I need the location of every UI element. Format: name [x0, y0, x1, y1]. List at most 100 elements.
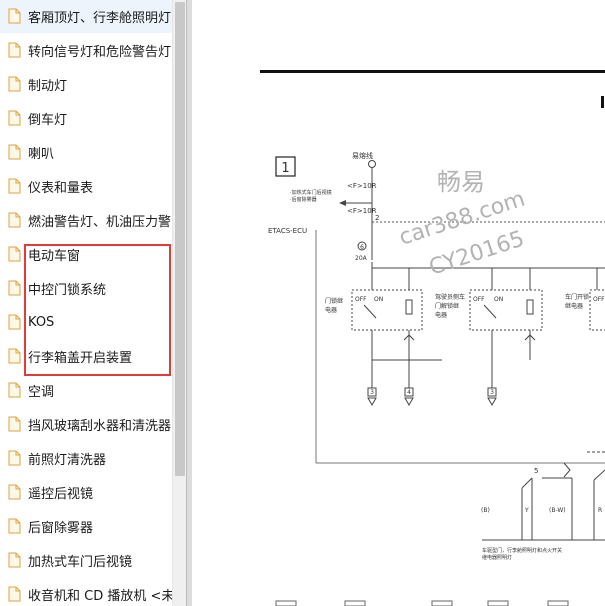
outline-item-label: 燃油警告灯、机油压力警 [28, 214, 172, 230]
document-icon [8, 518, 21, 534]
outline-item[interactable]: 转向信号灯和危险警告灯 [0, 33, 172, 67]
outline-item-label: 行李箱盖开启装置 [28, 350, 133, 366]
outline-item-label: 制动灯 [28, 78, 68, 94]
node-2-label: 2 [375, 214, 379, 222]
outline-item[interactable]: 电动车窗 [0, 237, 172, 271]
outline-item-label: 加热式车门后视镜 [28, 554, 133, 570]
outline-item-label: 中控门锁系统 [28, 282, 107, 298]
node-5-marker [563, 462, 571, 478]
outline-item[interactable]: 客厢顶灯、行李舱照明灯 [0, 0, 172, 33]
outline-item-label: 客厢顶灯、行李舱照明灯 [28, 10, 172, 26]
note-left-1: ·加热式车门后视镜 [290, 189, 332, 196]
outline-item-label: 遥控后视镜 [28, 486, 94, 502]
document-icon [8, 450, 21, 466]
connector-4-label: 4 [407, 389, 411, 396]
outline-item-label: 收音机和 CD 播放机 <未装 [28, 588, 172, 604]
relay2-off: OFF [473, 296, 485, 303]
relay1-box [351, 289, 423, 331]
scrollbar-thumb[interactable] [175, 2, 185, 476]
document-icon [8, 212, 21, 228]
document-icon [8, 382, 21, 398]
fusible-link-label: 易熔线 [352, 151, 373, 160]
relay3-label-1: 车门开锁 [565, 293, 589, 301]
connector-3a-label: 3 [370, 389, 374, 396]
outline-item[interactable]: 空调 [0, 373, 172, 407]
document-icon [8, 42, 21, 58]
connector-4 [404, 387, 414, 397]
relay1-ground-symbol [403, 334, 415, 341]
outline-item[interactable]: 前照灯清洗器 [0, 441, 172, 475]
note-left-2: ·后窗除雾器 [290, 196, 317, 203]
fusible-link-terminal [368, 160, 376, 168]
document-icon [8, 552, 21, 568]
relay1-switch [363, 304, 377, 319]
outline-scrollbar[interactable] [172, 0, 187, 606]
connector-3b-label: 3 [490, 389, 494, 396]
outline-item[interactable]: 倒车灯 [0, 101, 172, 135]
outline-item[interactable]: 制动灯 [0, 67, 172, 101]
footer-connector-2 [344, 600, 366, 606]
wire-1-label: (B) [481, 507, 490, 514]
fuse-number-circle [357, 241, 367, 251]
footer-connector-1 [275, 600, 297, 606]
wire-4-label: R [598, 507, 602, 514]
wiring-diagram: 1 易熔线 <F>10R <F>10R ·加热式车门后视镜 ·后窗除雾器 2 E… [260, 70, 605, 606]
highlight-box [24, 244, 171, 376]
document-page-view: 1 易熔线 <F>10R <F>10R ·加热式车门后视镜 ·后窗除雾器 2 E… [192, 0, 605, 606]
document-icon [8, 586, 21, 602]
relay1-on: ON [374, 296, 383, 303]
outline-item-label: 空调 [28, 384, 55, 400]
outline-item[interactable]: 遥控后视镜 [0, 475, 172, 509]
ecu-label: ETACS-ECU [268, 227, 307, 235]
outline-item[interactable]: 挡风玻璃刮水器和清洗器 [0, 407, 172, 441]
document-icon [8, 246, 21, 262]
harness-left-bend [521, 477, 533, 489]
document-icon [8, 144, 21, 160]
relay1-label-1: 门锁继 [325, 297, 343, 305]
footer-connector-5 [547, 600, 569, 606]
fuse-main-label: <F>10R [347, 182, 377, 190]
outline-item[interactable]: 加热式车门后视镜 [0, 543, 172, 577]
relay1-label-2: 电器 [325, 306, 337, 314]
outline-item[interactable]: 行李箱盖开启装置 [0, 339, 172, 373]
wire-2-label: Y [524, 507, 529, 514]
relay1-coil [405, 299, 413, 315]
bottom-note-2: 继电器照明灯 [482, 554, 512, 561]
relay1-off: OFF [355, 296, 367, 303]
bottom-note-1: 车驱型门，行李舱照明灯和点火开关 [482, 547, 562, 554]
document-icon [8, 348, 21, 364]
document-icon [8, 280, 21, 296]
outline-item-label: 挡风玻璃刮水器和清洗器 [28, 418, 172, 434]
outline-item-label: 仪表和量表 [28, 180, 94, 196]
outline-item[interactable]: 收音机和 CD 播放机 <未装 [0, 577, 172, 606]
connector-3b-arrow [487, 397, 497, 407]
document-icon [8, 8, 21, 24]
outline-item[interactable]: KOS [0, 305, 172, 339]
outline-item[interactable]: 仪表和量表 [0, 169, 172, 203]
document-icon [8, 76, 21, 92]
outline-item[interactable]: 中控门锁系统 [0, 271, 172, 305]
fuse-out-label: <F>10R [347, 207, 377, 215]
relay3-box [589, 289, 605, 331]
outline-item[interactable]: 喇叭 [0, 135, 172, 169]
document-icon [8, 178, 21, 194]
fuse-rating: 20A [355, 255, 368, 262]
connector-4-arrow [404, 397, 414, 407]
connector-3b [487, 387, 497, 397]
outline-item-label: 电动车窗 [28, 248, 81, 264]
relay3-off: OFF [593, 296, 605, 303]
harness-wire-4-bend [593, 469, 605, 481]
relay3-label-2: 继电器 [565, 302, 583, 310]
outline-item[interactable]: 后窗除雾器 [0, 509, 172, 543]
document-icon [8, 110, 21, 126]
outline-item[interactable]: 燃油警告灯、机油压力警 [0, 203, 172, 237]
footer-connector-4 [487, 600, 509, 606]
panel-splitter[interactable] [186, 0, 192, 606]
outline-item-label: 倒车灯 [28, 112, 68, 128]
outline-item-label: 前照灯清洗器 [28, 452, 107, 468]
relay2-ground-symbol [524, 334, 536, 341]
document-icon [8, 484, 21, 500]
page-header-rule [260, 70, 605, 73]
connector-3a [367, 387, 377, 397]
page-corner-mark [601, 96, 604, 108]
